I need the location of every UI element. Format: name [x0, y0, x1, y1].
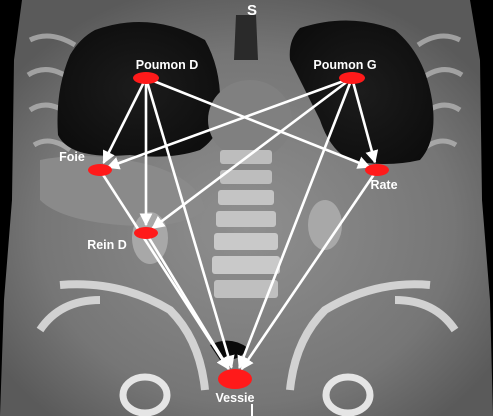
label-poumon-g: Poumon G — [313, 58, 376, 72]
left-kidney — [308, 200, 342, 250]
label-rate: Rate — [370, 178, 397, 192]
node-rein-d — [134, 227, 158, 239]
node-vessie — [218, 369, 252, 389]
node-rate — [365, 164, 389, 176]
label-rein-d: Rein D — [87, 238, 127, 252]
trachea — [234, 15, 258, 60]
orientation-marker: S — [247, 2, 257, 19]
label-foie: Foie — [59, 150, 85, 164]
label-vessie: Vessie — [216, 391, 255, 405]
right-lung — [58, 22, 221, 157]
label-poumon-d: Poumon D — [136, 58, 199, 72]
node-foie — [88, 164, 112, 176]
node-poumon-g — [339, 72, 365, 84]
node-poumon-d — [133, 72, 159, 84]
